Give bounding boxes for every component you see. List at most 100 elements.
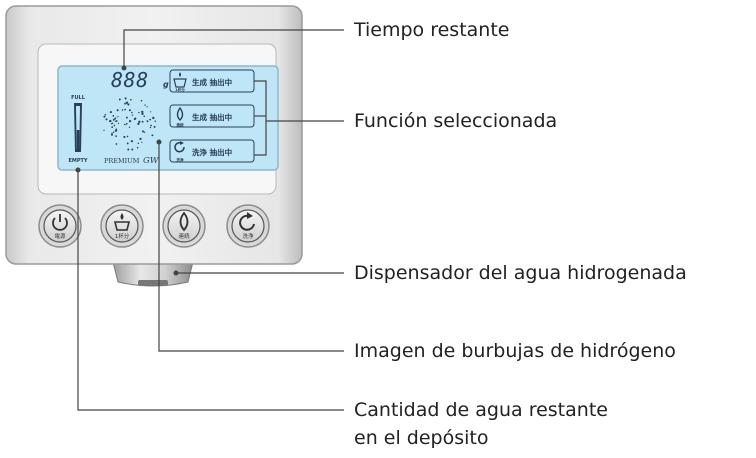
callout-tank-line2: en el depósito: [354, 427, 489, 449]
leader-line-time: [123, 29, 344, 68]
bubble-dot: [109, 111, 112, 114]
water-level-gauge: FULL EMPTY: [68, 95, 87, 164]
bubble-dot: [112, 131, 115, 133]
bracket-function: [254, 80, 267, 156]
bubble-dot: [152, 116, 155, 120]
bubble-dot: [149, 111, 152, 113]
drop-icon: [176, 106, 184, 121]
bubble-dot: [150, 124, 152, 127]
bubble-dot: [138, 111, 140, 114]
time-readout-digits: 888: [111, 68, 149, 92]
bubble-dot: [144, 104, 146, 106]
bubble-dot: [126, 135, 129, 138]
bubble-dot: [127, 103, 130, 106]
power-button-label: 電源: [54, 232, 66, 240]
drop-icon: [179, 211, 189, 232]
status-icon-caption: 連続: [176, 122, 184, 127]
level-empty-label: EMPTY: [68, 158, 87, 164]
bubble-dot: [115, 120, 118, 122]
leader-lines: [77, 29, 344, 411]
leader-line-bubbles: [158, 142, 344, 352]
bubble-dot: [141, 112, 144, 116]
hydrogen-bubbles-image: [103, 97, 157, 151]
bubble-dot: [143, 131, 146, 133]
bubble-dot: [134, 117, 137, 120]
bubble-dot: [123, 135, 126, 139]
callout-tank-line1: Cantidad de agua restante: [354, 399, 608, 421]
status-row-text: 生成 抽出中: [192, 77, 232, 87]
bubble-dot: [125, 101, 129, 104]
bubble-dot: [139, 137, 142, 141]
cup-icon: [113, 213, 131, 231]
bubble-dot: [143, 115, 146, 118]
cup-icon: [173, 72, 187, 88]
bubble-dot: [124, 97, 127, 100]
bubble-dot: [110, 133, 114, 136]
single-cup-button[interactable]: 1杯分: [100, 204, 144, 248]
bubble-dot: [149, 126, 152, 129]
rinse-icon: [239, 212, 255, 231]
rinse-button-label: 洗浄: [242, 232, 254, 240]
bubble-dot: [115, 135, 117, 138]
status-row-text: 洗浄 抽出中: [192, 147, 232, 157]
bubble-dot: [128, 109, 131, 112]
bubble-dot: [138, 120, 141, 123]
bubble-dot: [137, 142, 140, 144]
brand-name: GW: [143, 156, 160, 166]
bubble-dot: [117, 122, 120, 125]
bubble-dot: [109, 119, 112, 123]
bubble-dot: [124, 123, 126, 126]
callout-selected-function: Función seleccionada: [354, 110, 558, 132]
bubble-dot: [146, 106, 148, 108]
bubble-dot: [124, 108, 126, 111]
bubble-dot: [114, 129, 118, 132]
bubble-dot: [126, 142, 129, 145]
bubble-dot: [136, 146, 139, 149]
status-row-text: 生成 抽出中: [192, 112, 232, 122]
brand-mark: PREMIUM GW: [104, 156, 160, 166]
bubble-dot: [111, 122, 114, 124]
bubble-dot: [103, 129, 105, 132]
status-icon-caption: 洗浄: [176, 157, 184, 162]
bubble-dot: [105, 118, 108, 121]
bubble-dot: [112, 115, 115, 117]
bubble-dot: [154, 120, 157, 122]
bubble-dot: [114, 117, 117, 120]
dispenser-nozzle: [111, 257, 195, 287]
bubble-dot: [141, 130, 144, 133]
bubble-dot: [131, 148, 134, 151]
status-row-frame: [169, 139, 255, 163]
bubble-dot: [131, 111, 133, 114]
bubble-dot: [129, 98, 132, 101]
bubble-dot: [141, 110, 144, 114]
bubble-dot: [117, 116, 119, 118]
callout-bubbles: Imagen de burbujas de hidrógeno: [354, 340, 676, 362]
bubble-dot: [111, 132, 113, 134]
power-icon: [52, 214, 68, 231]
continuous-button[interactable]: 連続: [162, 204, 206, 248]
bubble-dot: [141, 120, 144, 123]
bubble-dot: [114, 120, 117, 123]
bubble-dot: [118, 98, 121, 101]
bubble-dot: [141, 141, 143, 143]
callout-dispenser: Dispensador del agua hidrogenada: [354, 262, 687, 284]
level-full-label: FULL: [71, 95, 86, 101]
leader-dots: [75, 65, 179, 276]
power-button[interactable]: 電源: [38, 204, 82, 248]
bubble-dot: [149, 118, 152, 121]
bubble-dot: [104, 113, 107, 116]
rinse-button[interactable]: 洗浄: [226, 204, 270, 248]
bubble-dot: [137, 122, 140, 126]
bubble-dot: [146, 120, 148, 122]
bubble-dot: [113, 124, 116, 127]
time-readout-suffix: g: [163, 80, 169, 89]
callout-time-remaining: Tiempo restante: [354, 19, 510, 41]
bubble-dot: [127, 148, 130, 151]
bubble-dot: [124, 102, 126, 105]
time-readout: 888 g: [111, 68, 169, 92]
bubble-dot: [103, 115, 106, 118]
bubble-dot: [112, 118, 115, 121]
bubble-dot: [130, 140, 134, 143]
bubble-dot: [128, 126, 131, 128]
